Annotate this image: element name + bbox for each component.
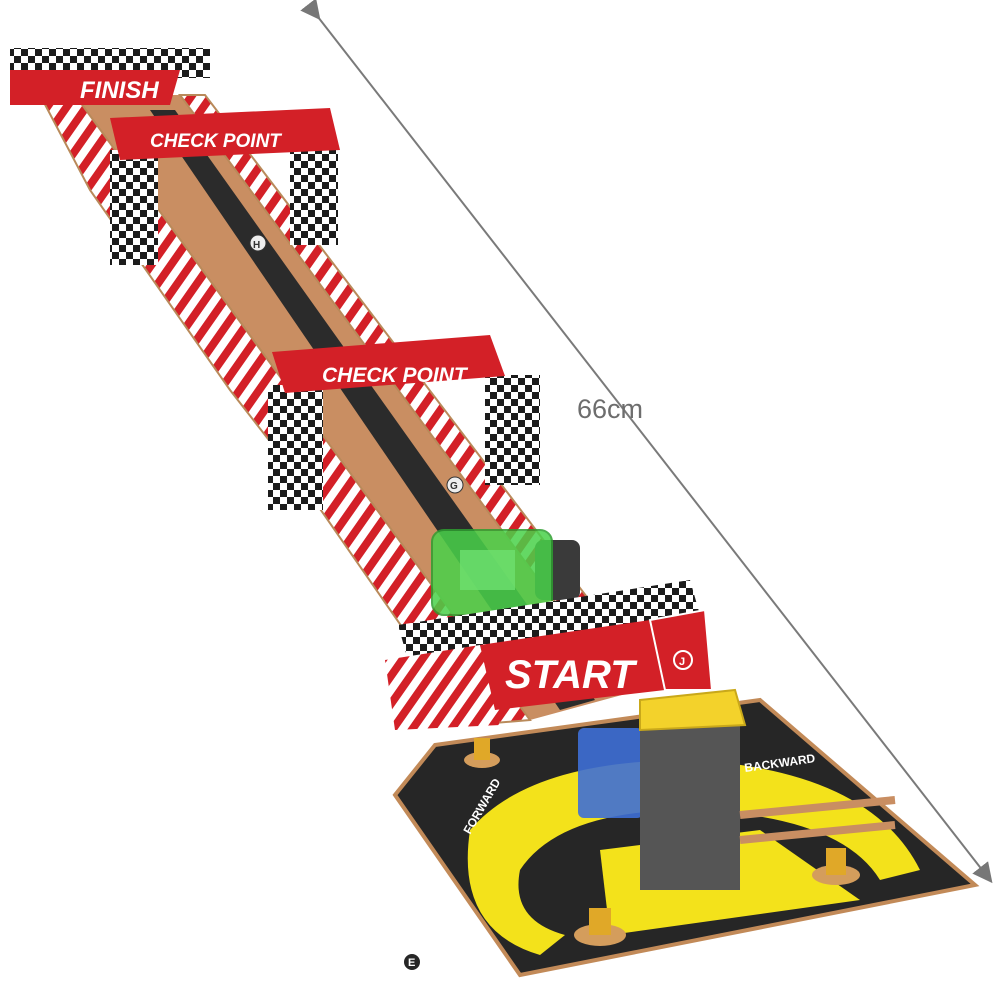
dimension-label: 66cm [577,394,644,424]
checkpoint-near-label: CHECK POINT [322,364,469,387]
finish-banner [10,70,180,105]
checkpoint-near-post-right [485,375,540,485]
marker-j [673,650,693,670]
switch-tower [640,720,740,890]
checkpoint-far-label: CHECK POINT [150,131,282,152]
start-checker [398,580,700,660]
checkpoint-far-post-left [110,150,158,265]
marker-j-label: J [679,656,685,668]
marker-h-label: H [253,240,260,251]
dimension-arrow [300,0,993,884]
marker-g-label: G [450,481,458,492]
start-banner-right [648,608,714,691]
marker-e [402,952,422,972]
checkpoint-far-banner [110,108,340,160]
robot-car [431,529,580,616]
start-banner-left [385,645,500,730]
start-banner [480,620,665,710]
marker-g [446,476,464,494]
checkpoint-near-banner [272,335,505,393]
battery-box [578,728,643,818]
marker-e-label: E [408,957,415,969]
marker-h [249,234,267,252]
wire-upper [739,796,896,819]
checkpoint-near-post-left [268,385,323,510]
wire-lower [739,821,896,844]
peg-left [464,738,500,768]
switch-tower-top [639,688,747,732]
peg-right [812,848,860,885]
peg-bottom [574,908,626,946]
finish-label: FINISH [80,77,159,104]
checkpoint-far-post-right [290,150,338,245]
start-label: START [505,653,638,697]
